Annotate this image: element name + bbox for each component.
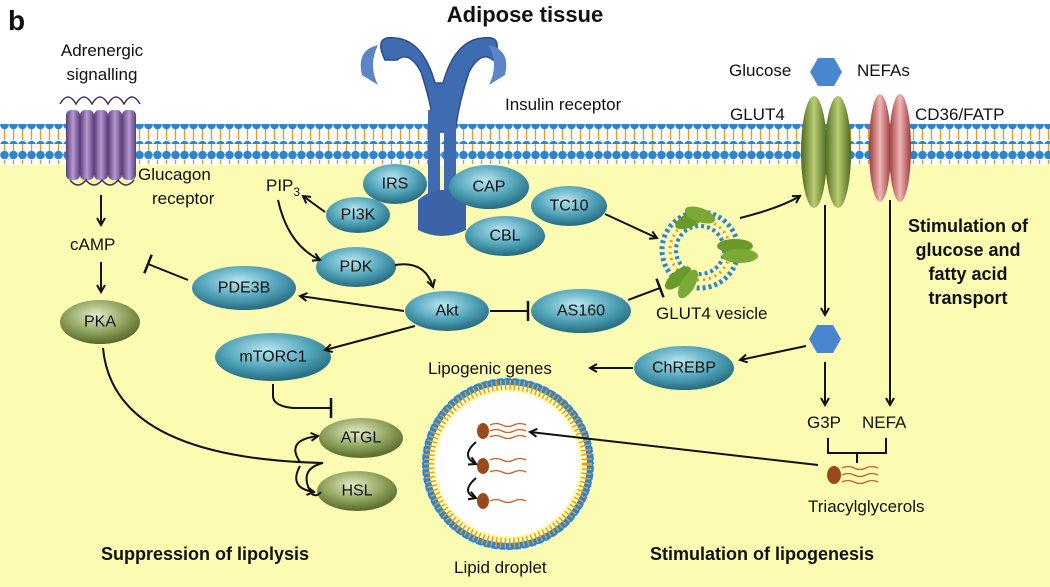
pip3-label: PIP3: [266, 176, 300, 199]
triacylglycerol-icon: [827, 465, 879, 485]
transport-title-line1: Stimulation of: [908, 216, 1029, 236]
adrenergic-receptor-icon: [59, 96, 141, 186]
atgl-node: ATGL: [319, 418, 403, 458]
svg-text:AS160: AS160: [557, 303, 605, 320]
glucose-label: Glucose: [729, 61, 791, 80]
pi3k-node: PI3K: [326, 197, 390, 233]
svg-text:Akt: Akt: [435, 303, 459, 320]
glucagon-label-line2: receptor: [152, 189, 215, 208]
as160-node: AS160: [531, 289, 631, 333]
cd36-fatp-transporter-icon: [869, 94, 911, 202]
mtorc1-node: mTORC1: [215, 333, 331, 381]
transport-title-line4: transport: [928, 288, 1007, 308]
cbl-node: CBL: [465, 216, 545, 256]
svg-text:PDE3B: PDE3B: [218, 280, 270, 297]
irs-node: IRS: [363, 164, 427, 204]
insulin-receptor-label: Insulin receptor: [505, 95, 622, 114]
svg-text:ATGL: ATGL: [341, 430, 382, 447]
glut4-vesicle-icon: [659, 206, 758, 299]
g3p-label: G3P: [807, 413, 841, 432]
svg-text:IRS: IRS: [382, 176, 409, 193]
svg-text:CBL: CBL: [489, 228, 520, 245]
svg-text:PI3K: PI3K: [341, 207, 376, 224]
camp-label: cAMP: [70, 235, 115, 254]
svg-text:HSL: HSL: [341, 483, 372, 500]
chrebp-node: ChREBP: [634, 346, 734, 390]
panel-letter: b: [8, 5, 25, 36]
lipid-droplet-label: Lipid droplet: [454, 558, 547, 577]
hsl-node: HSL: [317, 471, 397, 511]
adrenergic-label-line1: Adrenergic: [61, 41, 144, 60]
glucose-intracellular-icon: [809, 325, 841, 353]
svg-text:ChREBP: ChREBP: [652, 360, 716, 377]
nefa-label: NEFA: [862, 413, 907, 432]
triacylglycerols-label: Triacylglycerols: [808, 497, 925, 516]
figure-title: Adipose tissue: [447, 2, 603, 27]
svg-text:PKA: PKA: [84, 314, 116, 331]
pathway-arrows: [101, 195, 890, 498]
pdk-node: PDK: [316, 247, 396, 287]
cap-node: CAP: [449, 165, 529, 209]
glut4-label: GLUT4: [730, 105, 785, 124]
glucose-hexagon-icon: [810, 58, 842, 86]
adrenergic-label-line2: signalling: [67, 65, 138, 84]
lipolysis-title: Suppression of lipolysis: [101, 544, 309, 564]
pde3b-node: PDE3B: [192, 266, 296, 310]
lipogenic-genes-label: Lipogenic genes: [428, 359, 552, 378]
pka-node: PKA: [60, 300, 140, 344]
svg-text:mTORC1: mTORC1: [239, 349, 306, 366]
plasma-membrane: [0, 124, 1050, 164]
nefas-label: NEFAs: [857, 61, 910, 80]
glucagon-label-line1: Glucagon: [138, 165, 211, 184]
svg-text:PDK: PDK: [340, 259, 373, 276]
glut4-vesicle-label: GLUT4 vesicle: [656, 304, 767, 323]
akt-node: Akt: [405, 291, 489, 331]
tc10-node: TC10: [531, 186, 607, 226]
transport-title-line2: glucose and: [915, 240, 1020, 260]
lipid-droplet-icon: [421, 377, 595, 551]
lipogenesis-title: Stimulation of lipogenesis: [650, 544, 874, 564]
cd36-fatp-label: CD36/FATP: [915, 105, 1004, 124]
insulin-receptor-icon: [360, 36, 507, 236]
svg-text:TC10: TC10: [549, 198, 588, 215]
glut4-transporter-icon: [801, 96, 851, 208]
transport-title-line3: fatty acid: [928, 264, 1007, 284]
svg-text:CAP: CAP: [473, 179, 506, 196]
